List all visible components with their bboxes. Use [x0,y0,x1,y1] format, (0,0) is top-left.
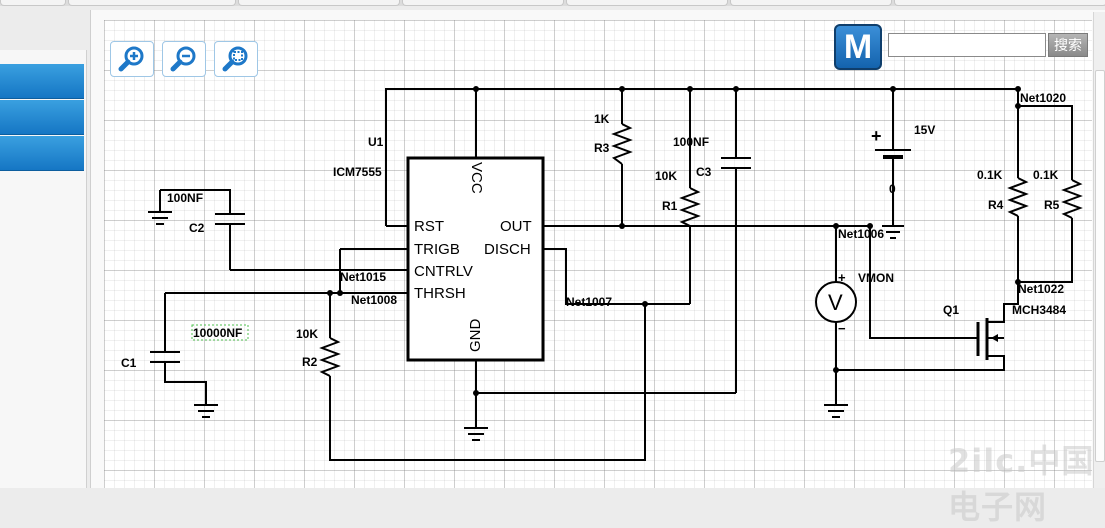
q1-part-label: MCH3484 [1012,303,1066,317]
zoom-in-icon [118,46,144,72]
r4-resistor[interactable] [1007,177,1029,217]
r3-resistor[interactable] [611,123,633,165]
left-sidebar [0,50,87,488]
r1-resistor[interactable] [679,187,701,227]
meter-minus-label: − [838,321,846,336]
v1-zero-label: 0 [889,182,896,196]
battery-plus-label: + [871,126,882,146]
r4-ref-label: R4 [988,198,1004,212]
r1-ref-label: R1 [662,199,678,213]
r5-ref-label: R5 [1044,198,1060,212]
r5-value-label: 0.1K [1033,168,1059,182]
browser-tab[interactable] [894,0,1105,6]
pin-disch-label: DISCH [484,241,531,258]
search-button[interactable]: 搜索 [1048,33,1088,57]
browser-tab[interactable] [0,0,66,6]
net1006-label: Net1006 [838,227,884,241]
c1-value-selection[interactable] [191,324,249,341]
q1-source [836,355,1005,371]
browser-tab[interactable] [566,0,728,6]
r1-value-label: 10K [655,169,677,183]
c2-value-label: 100NF [167,191,203,205]
net1007-label: Net1007 [566,295,612,309]
pin-cntrlv-label: CNTRLV [414,263,473,280]
ground-symbol [194,404,218,418]
net1015-label: Net1015 [340,270,386,284]
ground-symbol [824,404,848,418]
c1-ref-label: C1 [121,356,137,370]
wire-r5-top [1018,105,1073,180]
browser-tab[interactable] [730,0,892,6]
meter-v-label: V [828,290,843,315]
wire-gate [869,226,978,339]
search-button-label: 搜索 [1054,38,1082,54]
browser-tab-strip [0,0,1105,6]
browser-tab[interactable] [402,0,564,6]
search-input[interactable] [888,33,1046,57]
zoom-fit-button[interactable] [214,41,258,77]
sidebar-item[interactable] [0,136,84,171]
brand-logo-letter: M [843,28,873,66]
u1-part-label: ICM7555 [333,165,382,179]
c3-value-label: 100NF [673,135,709,149]
pin-rst-label: RST [414,218,444,235]
zoom-out-icon [170,46,196,72]
v1-value-label: 15V [914,123,935,137]
schematic-canvas[interactable] [104,20,1092,488]
q1-ref-label: Q1 [943,303,959,317]
u1-chip-body[interactable] [406,156,545,362]
net1020-label: Net1020 [1020,91,1066,105]
r4-value-label: 0.1K [977,168,1003,182]
pin-thrsh-label: THRSH [414,285,466,302]
browser-tab[interactable] [238,0,400,6]
net1022-label: Net1022 [1018,282,1064,296]
ground-symbol [464,427,488,441]
u1-ref-label: U1 [368,135,384,149]
zoom-fit-icon [222,46,248,72]
wire-c1-bottom [164,362,207,405]
wire-c2-top [160,189,231,214]
r3-value-label: 1K [594,112,610,126]
wire-vcc-rail [385,88,1018,226]
wire-disch [543,248,690,305]
pin-out-label: OUT [500,218,532,235]
q1-drain [987,282,1019,323]
zoom-out-button[interactable] [162,41,206,77]
c3-ref-label: C3 [696,165,712,179]
pin-trigb-label: TRIGB [414,241,460,258]
sidebar-item[interactable] [0,64,84,99]
q1-arrow [991,334,998,342]
pin-vcc-label: VCC [468,162,485,194]
c1-value-label: 10000NF [193,326,242,340]
brand-logo[interactable]: M [834,24,882,70]
wire-r2-bottom [329,304,646,461]
r5-resistor[interactable] [1061,179,1083,219]
watermark-text: 2ilc.中国电子网 [948,442,1095,526]
r2-ref-label: R2 [302,355,318,369]
wire-r5-bottom [1018,218,1073,283]
sidebar-item[interactable] [0,100,84,135]
ground-symbol [148,211,172,225]
pin-gnd-label: GND [467,319,484,353]
browser-tab[interactable] [68,0,236,6]
meter-name-label: VMON [858,271,894,285]
meter-plus-label: + [838,270,846,285]
c2-ref-label: C2 [189,221,205,235]
r2-value-label: 10K [296,327,318,341]
schematic-drawing: U1 ICM7555 RST OUT TRIGB DISCH CNTRLV TH… [121,86,1083,461]
junction-dots [327,86,1021,396]
net1008-label: Net1008 [351,293,397,307]
r2-resistor[interactable] [319,337,341,377]
zoom-in-button[interactable] [110,41,154,77]
r3-ref-label: R3 [594,141,610,155]
